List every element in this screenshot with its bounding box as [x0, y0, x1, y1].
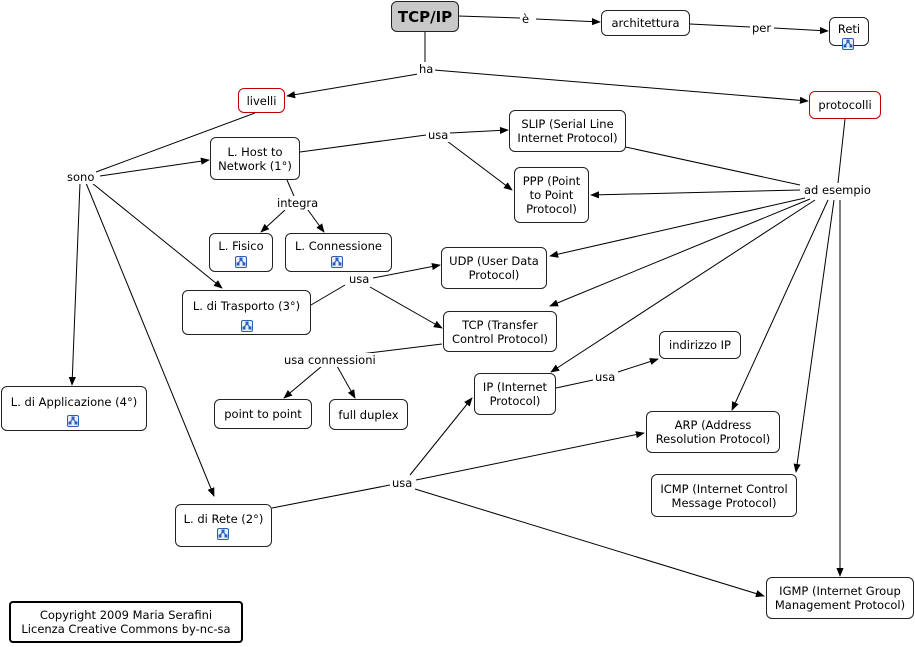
node-host-to-network[interactable]: L. Host to Network (1°) [210, 137, 300, 180]
line-usa-igmp [414, 488, 765, 598]
line-ha-protocolli [433, 69, 809, 104]
link-usa-rete: usa [390, 476, 415, 490]
line-usa-udp [372, 263, 441, 279]
line-sono-applicazione [68, 182, 81, 386]
node-indirizzo-ip[interactable]: indirizzo IP [659, 331, 741, 359]
link-ha: ha [417, 62, 436, 76]
node-point-to-point[interactable]: point to point [214, 399, 312, 429]
line-adesempio-arp [731, 199, 829, 411]
link-integra: integra [275, 196, 321, 210]
link-usa-connessioni: usa connessioni [282, 353, 378, 367]
line-usa-indirizzoip [617, 358, 659, 373]
line-sono-trasporto [91, 182, 223, 289]
line-usa-arp [415, 431, 645, 481]
line-ip-usa [555, 379, 594, 389]
line-e-architettura [535, 18, 601, 26]
concept-map-icon[interactable] [241, 320, 253, 332]
node-udp[interactable]: UDP (User Data Protocol) [441, 247, 547, 289]
concept-map-icon[interactable] [217, 528, 229, 540]
link-sono: sono [65, 170, 97, 184]
line-adesempio-icmp [793, 199, 835, 473]
line-usaconnessioni-ptp [283, 365, 323, 399]
line-tcpip-e [457, 15, 521, 19]
node-applicazione[interactable]: L. di Applicazione (4°) [1, 386, 147, 431]
line-livelli-sono [95, 112, 256, 173]
concept-map-icon[interactable] [67, 415, 79, 427]
line-host-integra [286, 179, 295, 197]
node-arp[interactable]: ARP (Address Resolution Protocol) [646, 411, 780, 453]
node-livelli[interactable]: livelli [238, 88, 285, 113]
node-slip[interactable]: SLIP (Serial Line Internet Protocol) [509, 110, 626, 152]
line-host-usa [299, 134, 427, 153]
line-usa-ip [409, 397, 473, 476]
line-architettura-per [689, 23, 751, 28]
node-ip[interactable]: IP (Internet Protocol) [474, 373, 556, 415]
line-adesempio-ip [550, 199, 816, 373]
concept-map-icon[interactable] [235, 256, 247, 268]
node-full-duplex[interactable]: full duplex [329, 399, 408, 430]
node-icmp[interactable]: ICMP (Internet Control Message Protocol) [651, 474, 797, 517]
line-sono-host [99, 157, 210, 177]
concept-map-icon[interactable] [842, 38, 854, 50]
node-tcp[interactable]: TCP (Transfer Control Protocol) [443, 311, 557, 352]
node-protocolli[interactable]: protocolli [809, 91, 881, 119]
copyright-box: Copyright 2009 Maria Serafini Licenza Cr… [9, 601, 243, 643]
line-per-reti [773, 26, 829, 35]
line-adesempio-tcp [549, 198, 811, 307]
line-usa-ppp [446, 140, 513, 191]
link-usa-ip: usa [593, 370, 618, 384]
line-sono-rete [85, 182, 215, 497]
line-usaconnessioni-fullduplex [336, 365, 356, 399]
link-e: è [520, 12, 532, 26]
link-usa-host: usa [426, 128, 451, 142]
line-adesempio-slip [597, 139, 801, 186]
node-rete[interactable]: L. di Rete (2°) [175, 504, 272, 547]
concept-map-icon[interactable] [331, 256, 343, 268]
link-per: per [750, 21, 774, 35]
node-igmp[interactable]: IGMP (Internet Group Management Protocol… [766, 577, 914, 619]
node-ppp[interactable]: PPP (Point to Point Protocol) [514, 167, 589, 223]
node-architettura[interactable]: architettura [601, 10, 690, 36]
link-usa-trasporto: usa [347, 272, 372, 286]
line-adesempio-udp [549, 197, 806, 258]
link-ad-esempio: ad esempio [802, 183, 873, 197]
line-rete-usa [271, 484, 391, 509]
line-ha-livelli [286, 73, 419, 99]
line-integra-fisico [260, 209, 286, 233]
node-tcpip[interactable]: TCP/IP [391, 1, 459, 32]
line-trasporto-usa [310, 284, 346, 306]
node-connessione[interactable]: L. Connessione [285, 233, 392, 272]
line-integra-connessione [307, 209, 325, 233]
line-usa-slip [449, 126, 509, 135]
line-usa-tcp [369, 286, 443, 329]
line-protocolli-adesempio [837, 118, 846, 184]
line-adesempio-ppp [590, 189, 801, 199]
